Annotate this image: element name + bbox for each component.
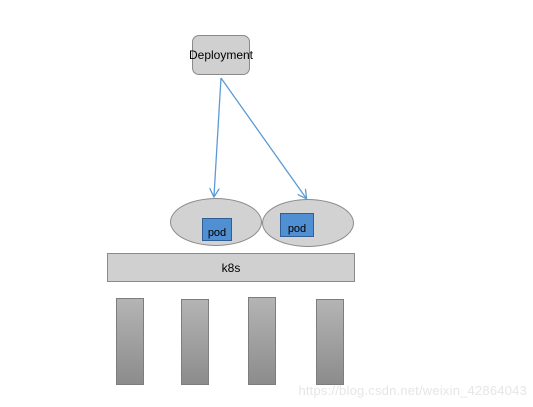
deployment-label: Deployment (188, 48, 254, 62)
pod-label-2: pod (287, 223, 307, 235)
pod-container-1: pod (202, 218, 232, 241)
node-machine-3 (248, 297, 276, 385)
arrow-to-pod-2 (220, 77, 306, 198)
k8s-cluster-bar: k8s (107, 253, 355, 282)
node-machine-2 (181, 299, 209, 385)
deployment-node: Deployment (188, 35, 254, 75)
watermark-text: https://blog.csdn.net/weixin_42864043 (298, 383, 527, 398)
k8s-label: k8s (221, 260, 241, 275)
pod-label-1: pod (207, 227, 227, 239)
node-machine-4 (316, 299, 344, 385)
node-machine-1 (116, 298, 144, 385)
pod-container-2: pod (280, 213, 314, 237)
arrow-to-pod-1 (214, 77, 222, 196)
